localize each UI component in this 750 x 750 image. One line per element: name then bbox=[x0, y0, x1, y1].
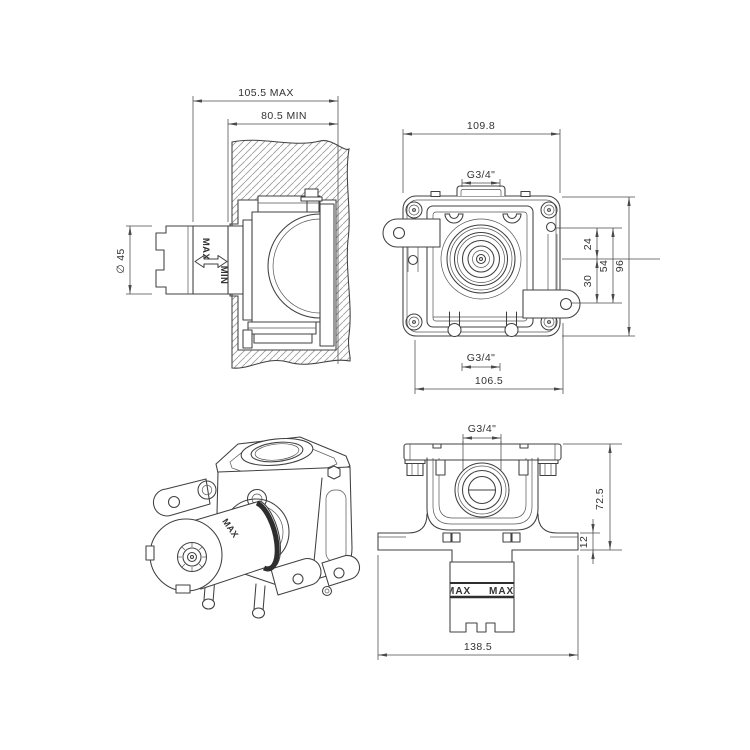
dim-24: 24 bbox=[582, 238, 594, 250]
top-view-nuts bbox=[404, 459, 559, 477]
mounting-ears bbox=[382, 218, 581, 319]
dim-106-5: 106.5 bbox=[475, 375, 503, 387]
iso-knob: MAX bbox=[145, 500, 281, 594]
iso-knurled-stem bbox=[176, 541, 208, 573]
iso-hex-bolt bbox=[327, 465, 341, 480]
valve-body-section bbox=[227, 188, 335, 349]
dim-105-5-max: 105.5 MAX bbox=[238, 87, 294, 99]
knob-max-right-label: MAX bbox=[489, 586, 514, 597]
iso-bottom-ears bbox=[270, 554, 361, 597]
corner-screws bbox=[405, 201, 558, 331]
dim-80-5-min: 80.5 MIN bbox=[261, 110, 307, 122]
left-ear bbox=[382, 218, 441, 248]
top-plate bbox=[403, 443, 562, 461]
cartridge-face bbox=[440, 218, 522, 300]
band-min-label: MIN bbox=[218, 266, 229, 285]
top-view-body bbox=[426, 457, 539, 531]
dim-12: 12 bbox=[578, 536, 590, 548]
top-hooks bbox=[444, 213, 522, 224]
dim-109-8: 109.8 bbox=[467, 120, 495, 132]
side-section-dimensions: 105.5 MAX 80.5 MIN ∅ 45 bbox=[115, 87, 338, 295]
front-plate bbox=[402, 185, 561, 337]
adjustment-band: MAX MIN bbox=[192, 225, 229, 295]
top-boss bbox=[456, 185, 506, 196]
bottom-pins bbox=[447, 311, 519, 338]
top-view: MAX MAX G3/4" 72.5 12 138.5 bbox=[377, 423, 622, 660]
isometric-view: MAX bbox=[145, 436, 361, 619]
iso-top-boss bbox=[240, 438, 314, 466]
dim-30: 30 bbox=[582, 275, 594, 287]
side-section-view: MAX MIN 105.5 MAX 80.5 MIN ∅ 45 bbox=[115, 87, 351, 369]
top-port-label: G3/4" bbox=[468, 423, 497, 435]
dim-72-5: 72.5 bbox=[594, 488, 606, 510]
dim-138-5: 138.5 bbox=[464, 641, 492, 653]
front-view-dimensions: 109.8 G3/4" 24 30 54 96 G3/4" 106.5 bbox=[402, 120, 660, 394]
dim-54: 54 bbox=[598, 260, 610, 272]
top-port bbox=[454, 462, 510, 518]
top-view-knob: MAX MAX bbox=[446, 549, 515, 633]
front-view: 109.8 G3/4" 24 30 54 96 G3/4" 106.5 bbox=[382, 120, 660, 394]
iso-left-ear bbox=[152, 478, 211, 517]
top-view-wings bbox=[377, 513, 579, 551]
adjustment-arrow bbox=[194, 254, 228, 269]
band-max-label: MAX bbox=[200, 238, 211, 261]
top-view-dimensions: G3/4" 72.5 12 138.5 bbox=[377, 423, 622, 660]
dim-diameter-45: ∅ 45 bbox=[115, 248, 127, 273]
port-top-label: G3/4" bbox=[467, 169, 496, 181]
knob-section bbox=[155, 225, 194, 295]
dim-96: 96 bbox=[614, 260, 626, 272]
bolt-section bbox=[304, 188, 319, 198]
valve-dome bbox=[267, 213, 321, 319]
right-ear bbox=[522, 289, 581, 319]
port-bottom-label: G3/4" bbox=[467, 352, 496, 364]
knob-max-left-label: MAX bbox=[446, 586, 471, 597]
